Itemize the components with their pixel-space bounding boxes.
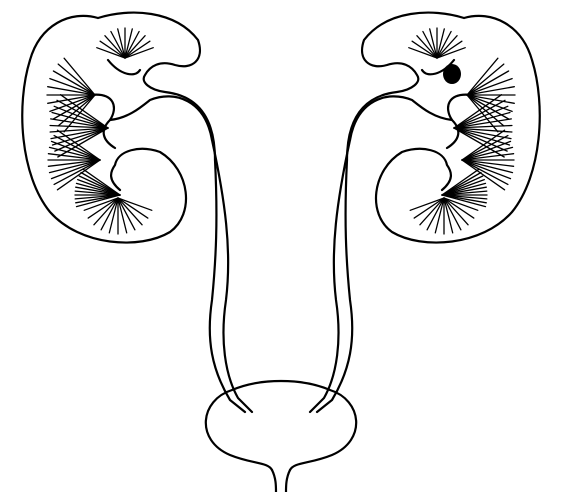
left-calyces	[47, 28, 153, 234]
urethra-right-wall	[286, 470, 290, 492]
left-calyx-ray	[50, 147, 101, 160]
left-kidney	[22, 13, 215, 243]
right-calyx-ray	[462, 147, 513, 160]
left-calyx-ray	[50, 160, 101, 173]
right-calyces	[409, 28, 515, 234]
right-calyx-ray	[462, 160, 513, 173]
urethra-left-wall	[272, 470, 276, 492]
kidney-stone	[443, 64, 461, 84]
right-ureter-inner	[310, 140, 350, 412]
left-calyx-ray	[58, 64, 95, 95]
right-calyx-ray	[462, 160, 508, 184]
right-kidney	[347, 13, 540, 243]
left-calyx-ray	[54, 160, 100, 184]
bladder	[206, 381, 356, 470]
ureters	[210, 140, 353, 412]
left-renal-pelvis	[90, 60, 212, 148]
urethra	[272, 470, 290, 492]
left-ureter-inner	[212, 140, 252, 412]
right-calyx-ray	[467, 64, 504, 95]
